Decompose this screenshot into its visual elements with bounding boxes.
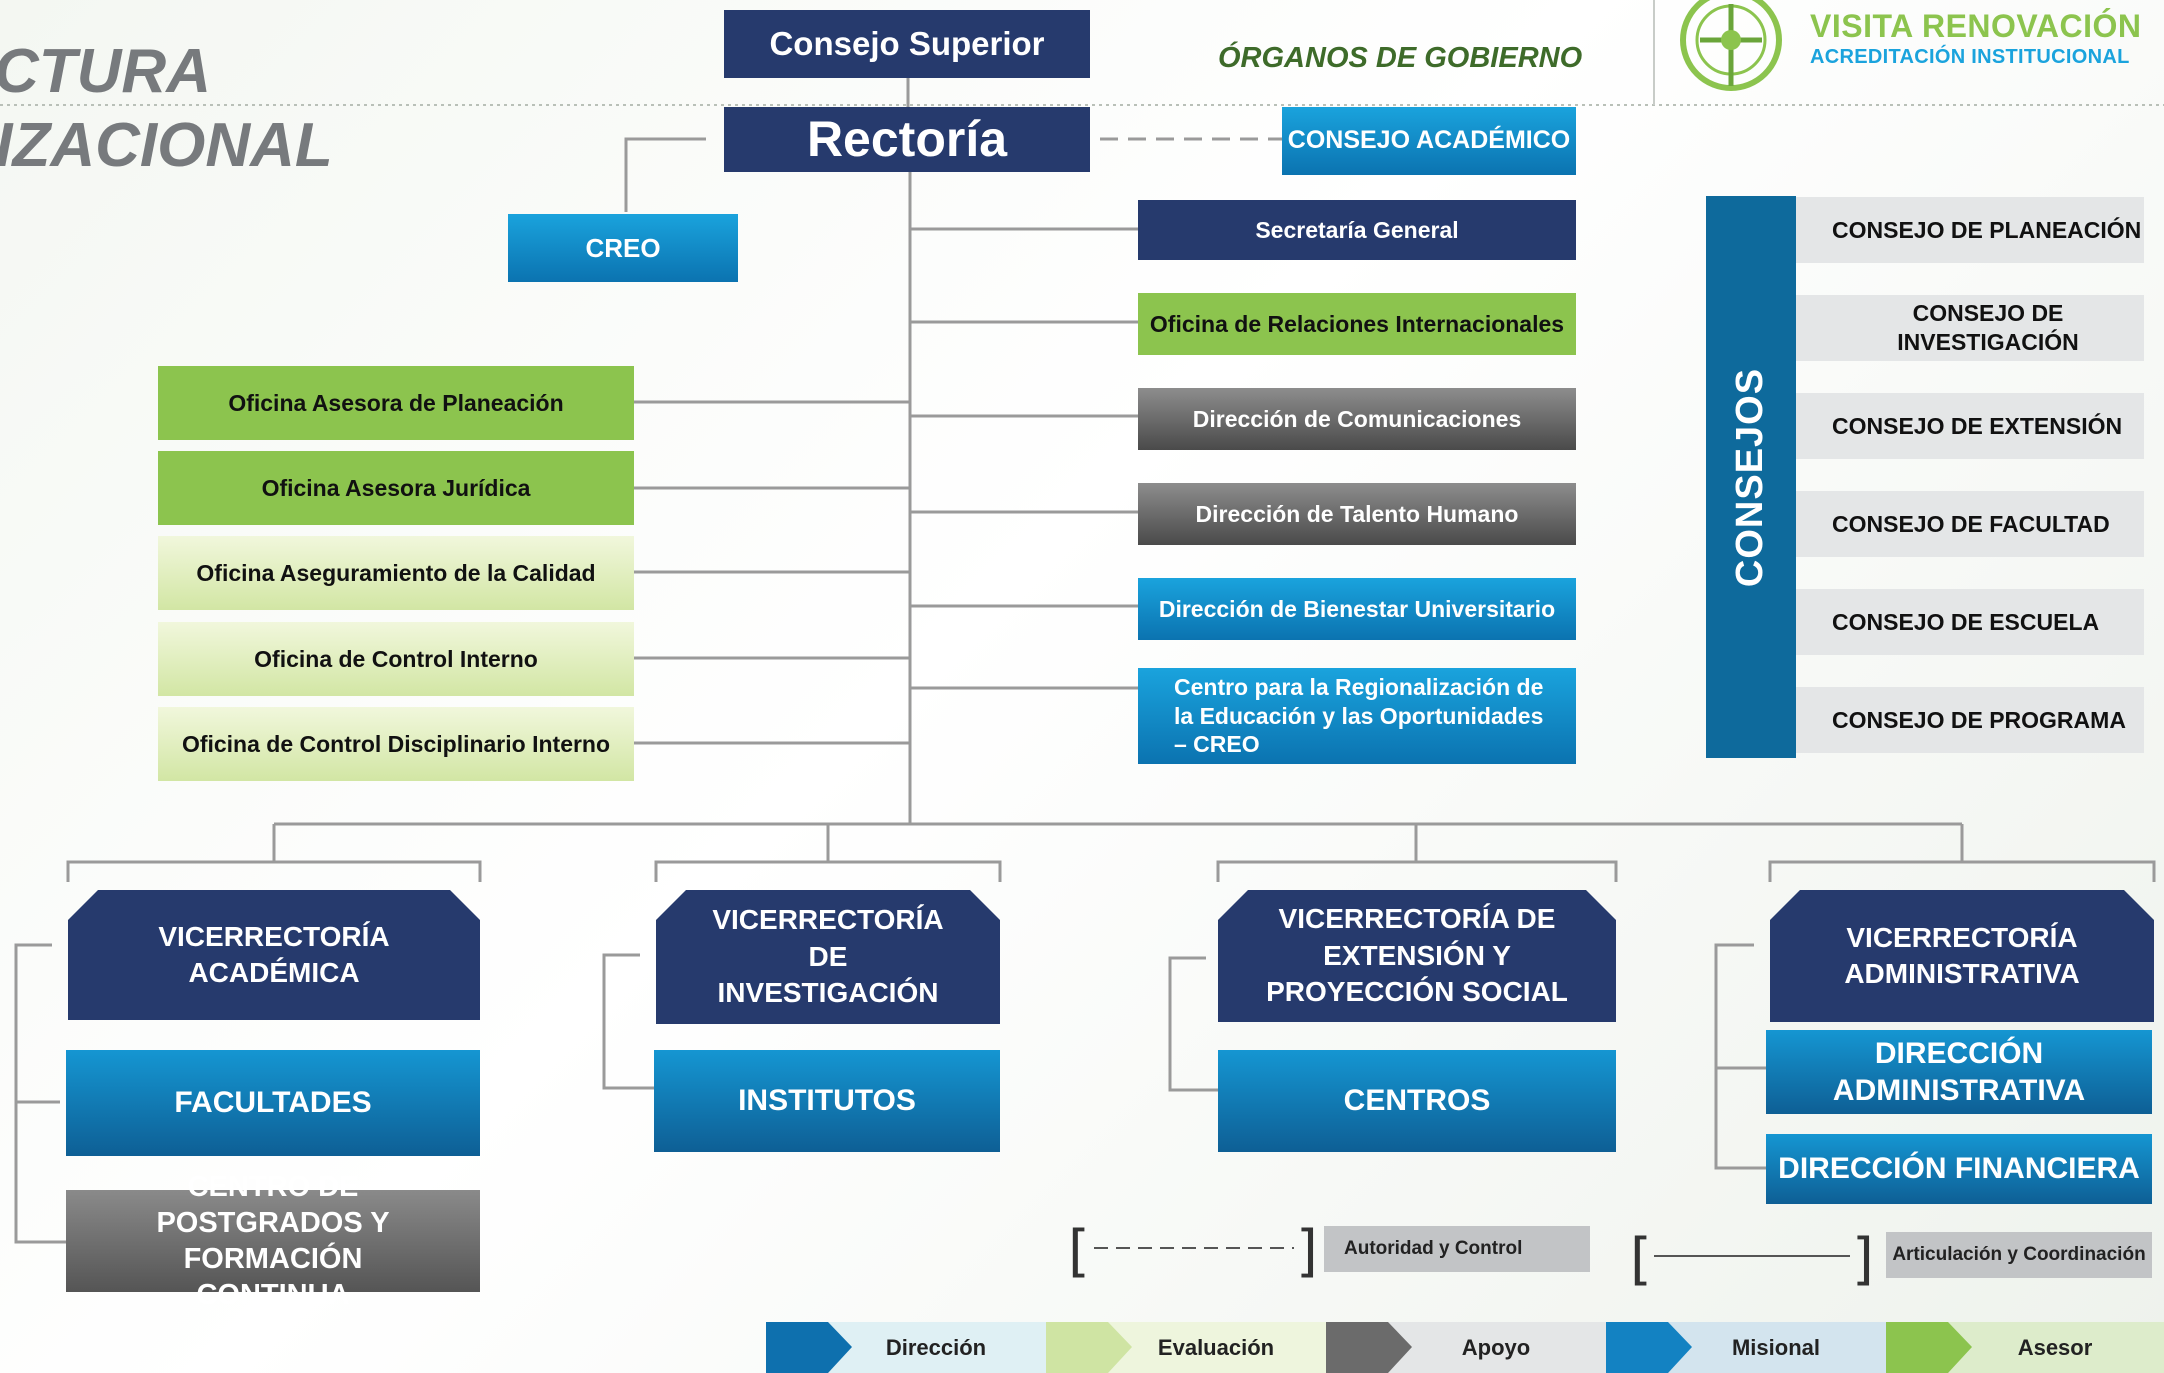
- university-seal-icon: [1680, 0, 1782, 91]
- office-bienestar: Dirección de Bienestar Universitario: [1138, 578, 1576, 640]
- category-asesor-label: Asesor: [2017, 1334, 2093, 1360]
- office-talento-humano: Dirección de Talento Humano: [1138, 483, 1576, 545]
- legend-articulacion: Articulación y Coordinación: [1886, 1232, 2152, 1278]
- legend-bracket-open-2: [: [1630, 1227, 1652, 1292]
- legend-bracket-open-1: [: [1068, 1219, 1090, 1284]
- creo-box: CREO: [508, 214, 738, 282]
- office-juridica: Oficina Asesora Jurídica: [158, 451, 634, 525]
- legend-bracket-close-1: ]: [1296, 1219, 1318, 1284]
- office-comunicaciones: Dirección de Comunicaciones: [1138, 388, 1576, 450]
- category-asesor: Asesor: [1886, 1322, 2164, 1373]
- office-secretaria-general: Secretaría General: [1138, 200, 1576, 260]
- category-misional-label: Misional: [1731, 1334, 1820, 1360]
- consejo-planeacion: CONSEJO DE PLANEACIÓN: [1796, 197, 2144, 263]
- vicerrectoria-academica: VICERRECTORÍA ACADÉMICA: [68, 890, 480, 1020]
- category-direccion-label: Dirección: [885, 1334, 987, 1360]
- facultades-box: FACULTADES: [66, 1050, 480, 1156]
- page-title-line1: CTURA: [0, 37, 211, 106]
- legend-bracket-close-2: ]: [1852, 1227, 1874, 1292]
- page-title-line2: IIZACIONAL: [0, 111, 333, 180]
- office-control-disciplinario: Oficina de Control Disciplinario Interno: [158, 707, 634, 781]
- legend-dashed-line: [1094, 1247, 1294, 1249]
- consejo-extension: CONSEJO DE EXTENSIÓN: [1796, 393, 2144, 459]
- consejo-superior-box: Consejo Superior: [724, 10, 1090, 78]
- postgrados-box: CENTRO DE POSTGRADOS Y FORMACIÓN CONTINU…: [66, 1171, 480, 1311]
- consejo-programa: CONSEJO DE PROGRAMA: [1796, 687, 2144, 753]
- consejo-academico-box: CONSEJO ACADÉMICO: [1282, 107, 1576, 175]
- category-evaluacion-label: Evaluación: [1157, 1334, 1275, 1360]
- office-planeacion: Oficina Asesora de Planeación: [158, 366, 634, 440]
- consejo-escuela: CONSEJO DE ESCUELA: [1796, 589, 2144, 655]
- consejo-facultad: CONSEJO DE FACULTAD: [1796, 491, 2144, 557]
- rectoria-box: Rectoría: [724, 107, 1090, 172]
- office-control-interno: Oficina de Control Interno: [158, 622, 634, 696]
- category-apoyo-label: Apoyo: [1461, 1334, 1531, 1360]
- legend-autoridad: Autoridad y Control: [1324, 1226, 1590, 1272]
- office-calidad: Oficina Aseguramiento de la Calidad: [158, 536, 634, 610]
- direccion-financiera-box: DIRECCIÓN FINANCIERA: [1766, 1134, 2152, 1204]
- category-apoyo: Apoyo: [1326, 1322, 1606, 1373]
- office-relaciones-internacionales: Oficina de Relaciones Internacionales: [1138, 293, 1576, 355]
- vicerrectoria-administrativa: VICERRECTORÍA ADMINISTRATIVA: [1770, 890, 2154, 1022]
- category-strip: [766, 1322, 2164, 1373]
- consejo-investigacion: CONSEJO DE INVESTIGACIÓN: [1796, 295, 2144, 361]
- institutos-box: INSTITUTOS: [654, 1050, 1000, 1152]
- organos-label: ÓRGANOS DE GOBIERNO: [1218, 42, 1583, 74]
- category-direccion: Dirección: [766, 1322, 1046, 1373]
- office-creo-centro: Centro para la Regionalización de la Edu…: [1138, 668, 1576, 764]
- category-evaluacion: Evaluación: [1046, 1322, 1326, 1373]
- brand-line2: ACREDITACIÓN INSTITUCIONAL: [1810, 46, 2130, 68]
- direccion-administrativa-box: DIRECCIÓN ADMINISTRATIVA: [1766, 1030, 2152, 1114]
- brand-line1: VISITA RENOVACIÓN: [1810, 8, 2142, 44]
- category-misional: Misional: [1606, 1322, 1886, 1373]
- vicerrectoria-investigacion: VICERRECTORÍA DE INVESTIGACIÓN: [656, 890, 1000, 1024]
- centros-box: CENTROS: [1218, 1050, 1616, 1152]
- vicerrectoria-extension: VICERRECTORÍA DE EXTENSIÓN Y PROYECCIÓN …: [1218, 890, 1616, 1022]
- consejos-label: CONSEJOS: [1729, 367, 1772, 587]
- consejos-side-label: CONSEJOS: [1706, 196, 1796, 758]
- legend-solid-line: [1654, 1255, 1850, 1257]
